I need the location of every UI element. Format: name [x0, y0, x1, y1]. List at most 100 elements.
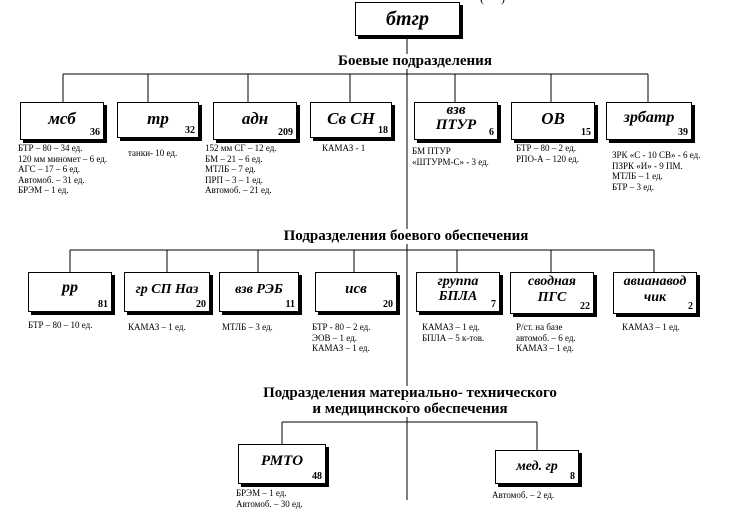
top-unit-name: бтгр: [386, 8, 429, 30]
unit-strength: 8: [570, 471, 575, 482]
unit-box-svodnaya-pgs: сводная ПГС 22: [510, 272, 594, 314]
equipment-item: БТР – 3 ед.: [612, 181, 655, 192]
unit-name: сводная ПГС: [527, 274, 577, 305]
unit-name: ОВ: [541, 109, 565, 128]
equipment-item: Автомоб. – 21 ед.: [205, 185, 272, 195]
equipment-item: Р/ст. на базе: [516, 322, 563, 332]
unit-name: взв ПТУР: [435, 102, 477, 133]
unit-equipment-msb: БТР – 80 – 34 ед. 120 мм миномет – 6 ед.…: [18, 143, 107, 196]
unit-equipment-gr-sp-naz: КАМАЗ – 1 ед.: [128, 322, 186, 333]
unit-strength: 7: [491, 299, 496, 310]
unit-name: мед. гр: [516, 459, 558, 474]
equipment-item: Автомоб. – 2 ед.: [492, 490, 555, 500]
equipment-item: АГС – 17 – 6 ед.: [18, 164, 81, 174]
equipment-item: БРЭМ – 1 ед.: [18, 185, 69, 195]
section-support-title: Подразделения боевого обеспечения: [245, 229, 567, 244]
unit-box-gruppa-bpla: группа БПЛА 7: [416, 272, 500, 312]
equipment-item: КАМАЗ – 1 ед.: [422, 322, 480, 332]
unit-equipment-rr: БТР – 80 – 10 ед.: [28, 320, 93, 331]
unit-name: адн: [241, 109, 269, 128]
unit-equipment-avianavodchik: КАМАЗ – 1 ед.: [622, 322, 680, 333]
unit-strength: 20: [196, 299, 206, 310]
top-unit-box: бтгр: [355, 2, 460, 36]
unit-strength: 209: [278, 127, 293, 138]
unit-box-zrbatr: зрбатр 39: [606, 102, 692, 140]
unit-name: зрбатр: [623, 109, 675, 126]
unit-equipment-svodnaya-pgs: Р/ст. на базе автомоб. – 6 ед. КАМАЗ – 1…: [516, 322, 576, 354]
unit-strength: 11: [285, 299, 295, 310]
equipment-item: ПЗРК «И» - 9 ПМ.: [612, 160, 683, 171]
unit-box-avianavodchik: авианавод чик 2: [613, 272, 697, 314]
equipment-item: РПО-А – 120 ед.: [516, 153, 579, 164]
equipment-item: БТР – 80 – 2 ед.: [516, 143, 577, 153]
equipment-item: БТР – 80 – 10 ед.: [28, 320, 93, 330]
unit-name: авианавод чик: [623, 274, 687, 305]
unit-box-rr: рр 81: [28, 272, 112, 312]
unit-box-tr: тр 32: [117, 102, 199, 138]
equipment-item: танки- 10 ед.: [128, 148, 178, 158]
unit-equipment-vzv-reb: МТЛБ – 3 ед.: [222, 322, 273, 333]
equipment-item: МТЛБ – 3 ед.: [222, 322, 273, 332]
unit-strength: 81: [98, 299, 108, 310]
unit-equipment-isv: БТР - 80 – 2 ед. ЭОВ – 1 ед. КАМАЗ – 1 е…: [312, 322, 371, 354]
unit-strength: 18: [378, 125, 388, 136]
unit-strength: 39: [678, 127, 688, 138]
equipment-item: БМ ПТУР: [412, 146, 451, 156]
unit-equipment-adn: 152 мм СГ – 12 ед. БМ – 21 – 6 ед. МТЛБ …: [205, 143, 277, 196]
unit-strength: 22: [580, 301, 590, 312]
section-logistics-title-1: Подразделения материально- технического: [220, 386, 600, 401]
unit-box-isv: исв 20: [315, 272, 397, 312]
unit-box-sv-sn: Св СН 18: [310, 102, 392, 138]
unit-name: рр: [62, 279, 78, 296]
unit-box-rmto: РМТО 48: [238, 444, 326, 484]
unit-name: группа БПЛА: [437, 274, 479, 304]
unit-strength: 32: [185, 125, 195, 136]
unit-equipment-sv-sn: КАМАЗ - 1: [322, 143, 365, 154]
unit-box-med-gr: мед. гр 8: [495, 450, 579, 484]
unit-equipment-gruppa-bpla: КАМАЗ – 1 ед. БПЛА – 5 к-тов.: [422, 322, 484, 343]
section-combat-title: Боевые подразделения: [320, 54, 510, 69]
unit-strength: 48: [312, 471, 322, 482]
equipment-item: автомоб. – 6 ед.: [516, 332, 576, 343]
unit-name: РМТО: [260, 453, 304, 469]
unit-name: мсб: [48, 109, 76, 128]
equipment-item: КАМАЗ – 1 ед.: [128, 322, 186, 332]
unit-strength: 15: [581, 127, 591, 138]
unit-box-adn: адн 209: [213, 102, 297, 140]
equipment-item: 120 мм миномет – 6 ед.: [18, 153, 108, 164]
top-partial-text: ( · · ): [480, 0, 505, 6]
equipment-item: ПРП – 3 – 1 ед.: [205, 174, 263, 185]
unit-box-vzv-reb: взв РЭБ 11: [219, 272, 299, 312]
unit-strength: 20: [383, 299, 393, 310]
unit-box-ov: ОВ 15: [511, 102, 595, 140]
equipment-item: «ШТУРМ-С» - 3 ед.: [412, 156, 489, 167]
unit-strength: 36: [90, 127, 100, 138]
unit-equipment-zrbatr: ЗРК «С - 10 СВ» - 6 ед. ПЗРК «И» - 9 ПМ.…: [612, 150, 700, 192]
unit-box-gr-sp-naz: гр СП Наз 20: [124, 272, 210, 312]
unit-equipment-tr: танки- 10 ед.: [128, 148, 177, 159]
unit-equipment-ov: БТР – 80 – 2 ед. РПО-А – 120 ед.: [516, 143, 579, 164]
unit-name: тр: [147, 109, 169, 128]
equipment-item: ЭОВ – 1 ед.: [312, 332, 358, 343]
equipment-item: КАМАЗ – 1 ед.: [516, 343, 574, 353]
equipment-item: КАМАЗ - 1: [322, 143, 366, 153]
equipment-item: Автомоб. – 31 ед.: [18, 174, 85, 185]
equipment-item: КАМАЗ – 1 ед.: [622, 322, 680, 332]
equipment-item: 152 мм СГ – 12 ед.: [205, 143, 277, 153]
equipment-item: БПЛА – 5 к-тов.: [422, 332, 485, 343]
equipment-item: МТЛБ – 1 ед.: [612, 171, 663, 181]
unit-name: исв: [345, 281, 367, 297]
unit-equipment-med-gr: Автомоб. – 2 ед.: [492, 490, 554, 501]
unit-strength: 6: [489, 127, 494, 138]
unit-name: Св СН: [327, 109, 375, 128]
unit-strength: 2: [688, 301, 693, 312]
unit-box-vzv-ptur: взв ПТУР 6: [414, 102, 498, 140]
equipment-item: Автомоб. – 30 ед.: [236, 498, 303, 509]
unit-name: взв РЭБ: [235, 282, 283, 297]
equipment-item: КАМАЗ – 1 ед.: [312, 343, 370, 353]
unit-equipment-vzv-ptur: БМ ПТУР «ШТУРМ-С» - 3 ед.: [412, 146, 489, 167]
unit-equipment-rmto: БРЭМ – 1 ед. Автомоб. – 30 ед.: [236, 488, 303, 509]
equipment-item: БТР - 80 – 2 ед.: [312, 322, 371, 332]
equipment-item: БРЭМ – 1 ед.: [236, 488, 287, 498]
